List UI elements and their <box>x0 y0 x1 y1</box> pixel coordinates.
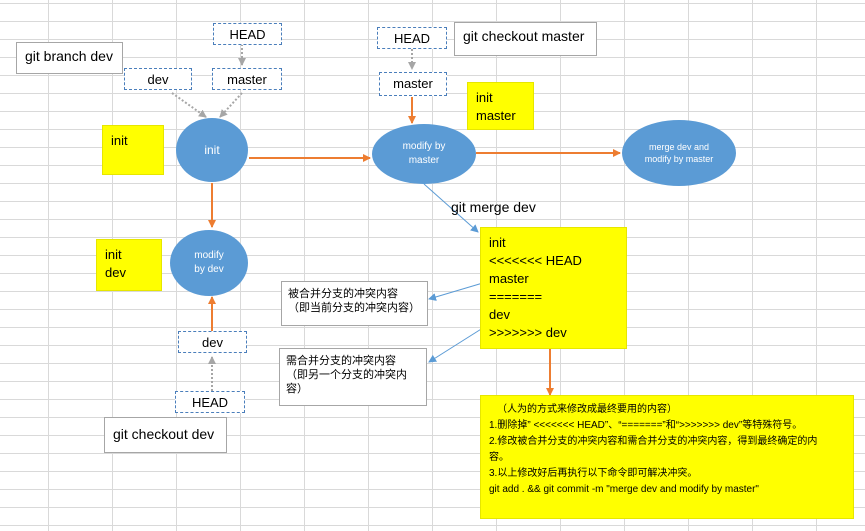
node-merge-label: merge dev and modify by master <box>644 142 714 164</box>
git-merge-dev-label: git merge dev <box>451 199 536 215</box>
head-pointer-top-left: HEAD <box>213 23 282 45</box>
dev-pointer-top: dev <box>124 68 192 90</box>
master-pointer-top-right: master <box>379 72 447 96</box>
dev-pointer-bottom: dev <box>178 331 247 353</box>
node-modify-by-dev-label: modify by dev <box>194 250 224 275</box>
git-checkout-dev-box: git checkout dev <box>104 417 227 453</box>
resolve-step-intro: （人为的方式来修改成最终要用的内容） <box>497 404 677 415</box>
note-init: init <box>102 125 164 175</box>
git-checkout-master-box: git checkout master <box>454 22 597 56</box>
node-modify-by-master: modify by master <box>372 124 476 184</box>
arrow-dev-to-init <box>171 92 207 118</box>
arrow-merge-dev <box>423 183 479 233</box>
node-modify-by-dev: modify by dev <box>170 230 248 296</box>
resolve-step-2-cont: 容。 <box>489 452 509 463</box>
callout-other-branch: 需合并分支的冲突内容 （即另一个分支的冲突内 容） <box>279 348 427 406</box>
note-init-master: init master <box>467 82 534 130</box>
note-conflict-content: init <<<<<<< HEAD master ======= dev >>>… <box>480 227 627 349</box>
callout-current-branch: 被合并分支的冲突内容 （即当前分支的冲突内容） <box>281 281 428 326</box>
node-init-label: init <box>204 143 220 157</box>
note-resolve-steps: （人为的方式来修改成最终要用的内容） 1.删除掉” <<<<<<< HEAD”、… <box>480 395 854 519</box>
node-merge: merge dev and modify by master <box>622 120 736 186</box>
head-pointer-top-right: HEAD <box>377 27 447 49</box>
head-pointer-bottom: HEAD <box>175 391 245 413</box>
resolve-command: git add . && git commit -m "merge dev an… <box>489 484 759 495</box>
master-pointer-top-left: master <box>212 68 282 90</box>
arrow-master-to-init <box>219 92 243 118</box>
resolve-step-1: 1.删除掉” <<<<<<< HEAD”、“=======”和“>>>>>>> … <box>489 420 803 431</box>
resolve-step-2: 2.修改被合并分支的冲突内容和需合并分支的冲突内容，得到最终确定的内 <box>489 436 818 447</box>
git-branch-dev-box: git branch dev <box>16 42 123 74</box>
node-modify-by-master-label: modify by master <box>402 141 446 166</box>
note-init-dev: init dev <box>96 239 162 291</box>
node-init: init <box>176 118 248 182</box>
resolve-step-3: 3.以上修改好后再执行以下命令即可解决冲突。 <box>489 468 698 479</box>
